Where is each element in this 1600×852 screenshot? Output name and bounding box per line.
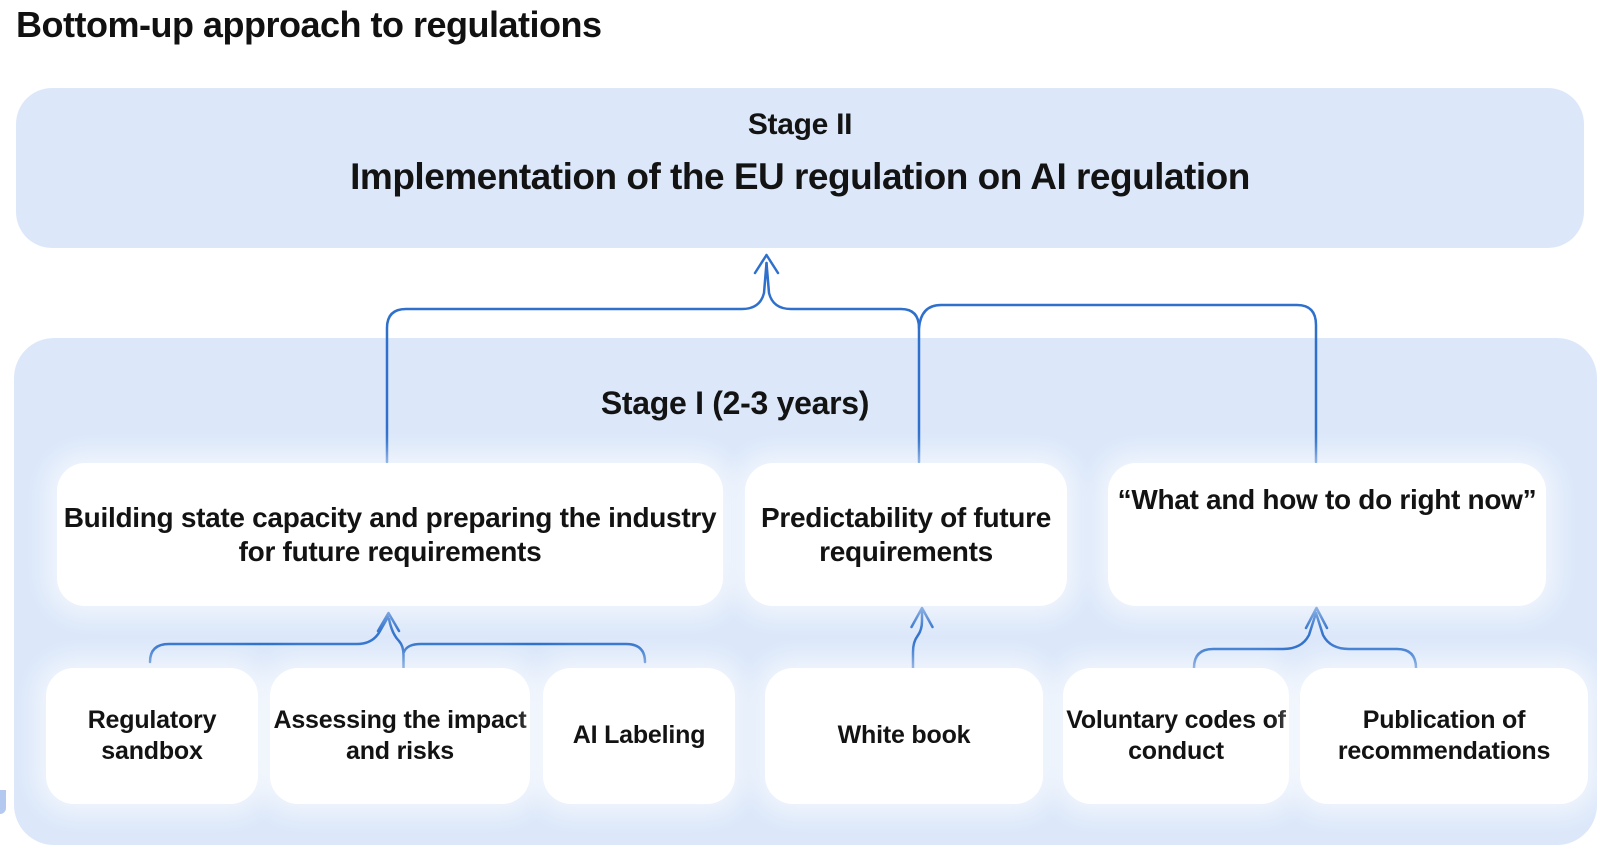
stage2-title: Implementation of the EU regulation on A… bbox=[350, 156, 1250, 197]
pillar-building-state-capacity: Building state capacity and preparing th… bbox=[57, 463, 723, 606]
arrow-up-icon bbox=[753, 253, 780, 275]
stage1-label: Stage I (2-3 years) bbox=[600, 385, 870, 421]
clipped-edge-decoration bbox=[0, 790, 6, 814]
action-publication-recommendations: Publication of recommendations bbox=[1300, 668, 1588, 804]
action-white-book: White book bbox=[765, 668, 1043, 804]
action-voluntary-codes: Voluntary codes of conduct bbox=[1063, 668, 1289, 804]
pillar-predictability: Predictability of future requirements bbox=[745, 463, 1067, 606]
stage2-container: Stage II Implementation of the EU regula… bbox=[16, 88, 1584, 248]
page-title: Bottom-up approach to regulations bbox=[16, 4, 602, 45]
action-regulatory-sandbox: Regulatory sandbox bbox=[46, 668, 258, 804]
stage2-label: Stage II bbox=[747, 108, 853, 141]
action-ai-labeling: AI Labeling bbox=[543, 668, 735, 804]
pillar-what-and-how: “What and how to do right now” bbox=[1108, 463, 1546, 606]
action-assessing-impact: Assessing the impact and risks bbox=[270, 668, 530, 804]
